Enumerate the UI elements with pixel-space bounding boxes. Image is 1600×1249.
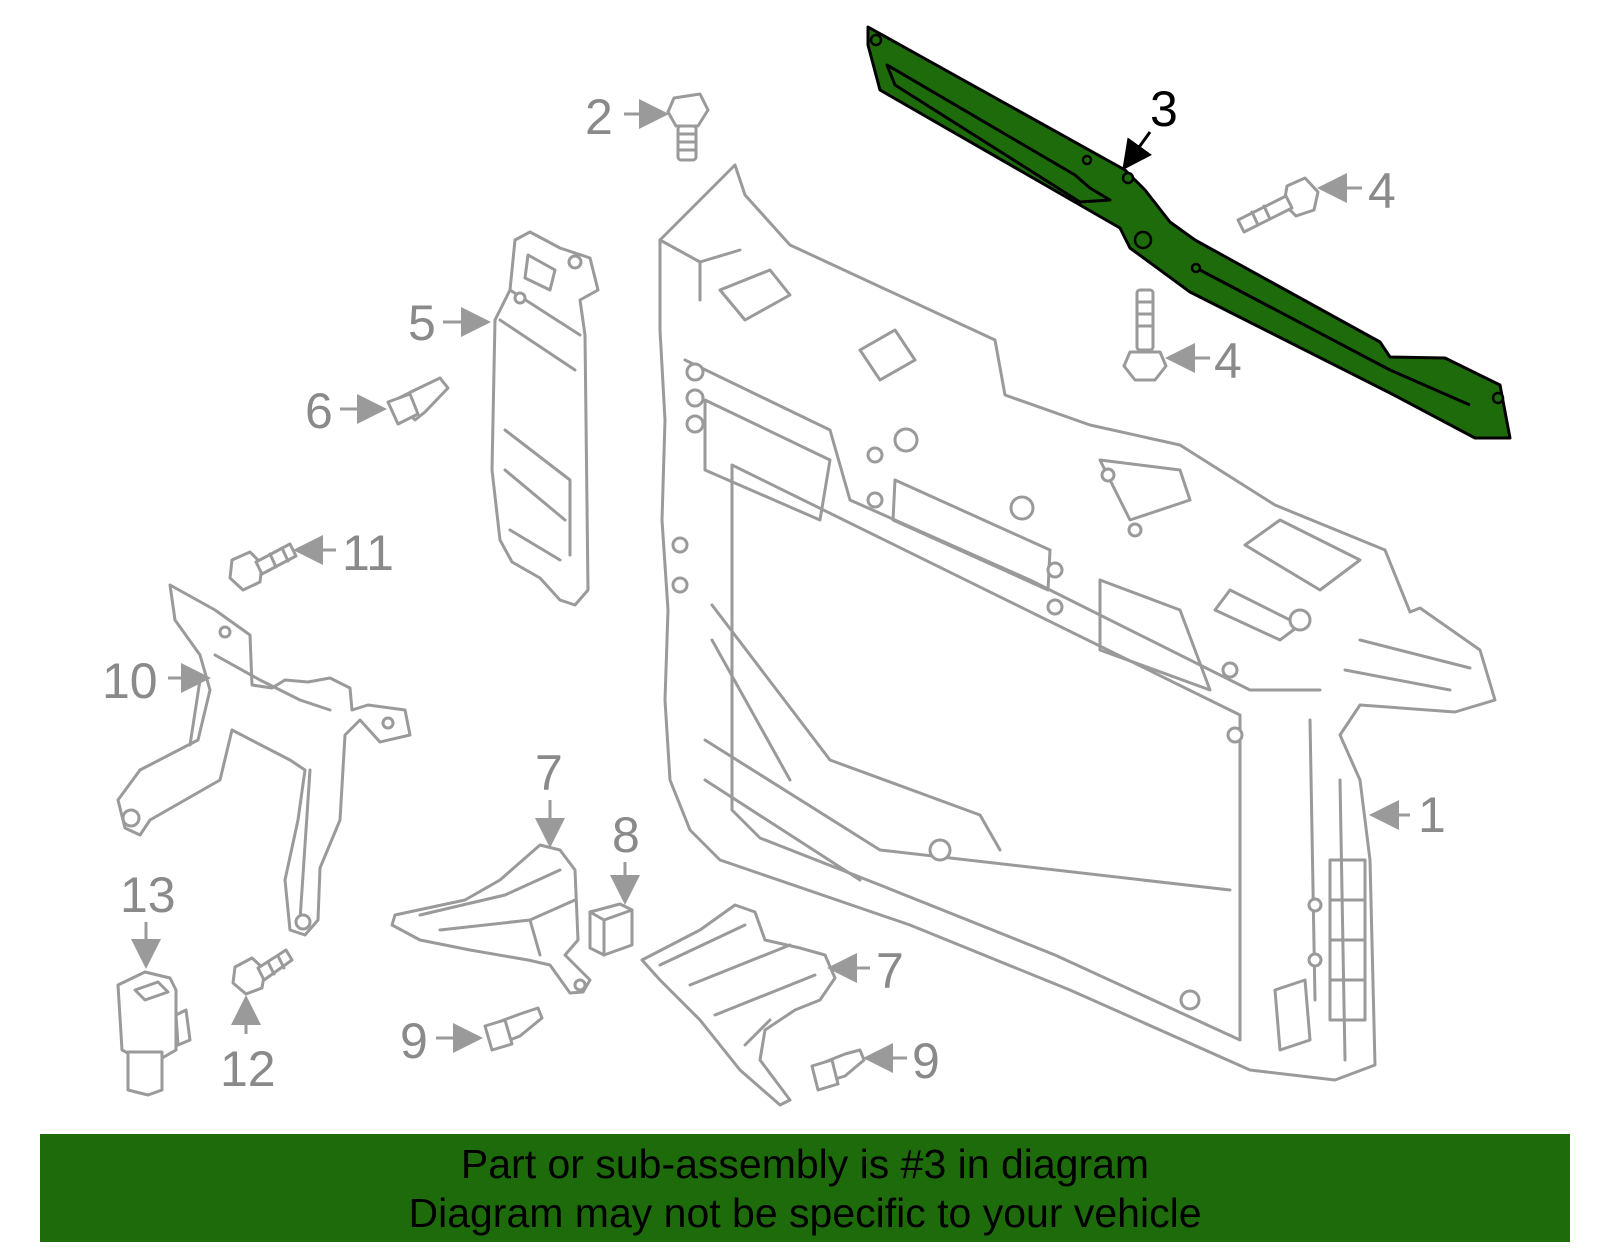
callout-12: 12 — [220, 1041, 276, 1097]
bolt-part-2[interactable] — [666, 92, 710, 162]
callout-9-right: 9 — [912, 1033, 940, 1089]
sensor-part-13[interactable] — [116, 970, 192, 1097]
callout-4-lower: 4 — [1214, 333, 1242, 389]
callout-5: 5 — [408, 295, 436, 351]
bolt-part-4-upper[interactable] — [1236, 176, 1320, 234]
clip-part-9-left[interactable] — [483, 1006, 544, 1052]
deflector-part-7-lower[interactable] — [640, 903, 837, 1107]
banner-line-2: Diagram may not be specific to your vehi… — [408, 1190, 1202, 1236]
callout-11: 11 — [342, 525, 394, 581]
callout-6: 6 — [305, 383, 333, 439]
deflector-part-7-upper[interactable] — [390, 843, 592, 995]
callout-7-lower: 7 — [876, 943, 904, 999]
radiator-support-part-1[interactable] — [658, 163, 1497, 1082]
callout-10: 10 — [102, 653, 158, 709]
info-banner: Part or sub-assembly is #3 in diagram Di… — [40, 1134, 1570, 1242]
callout-2: 2 — [585, 89, 613, 145]
callout-3: 3 — [1150, 81, 1178, 137]
bracket-part-10[interactable] — [116, 583, 412, 937]
upper-tie-bar-part-3[interactable] — [866, 25, 1512, 440]
banner-line-1: Part or sub-assembly is #3 in diagram — [460, 1141, 1150, 1187]
callout-4-upper: 4 — [1368, 163, 1396, 219]
clip-part-6[interactable] — [386, 376, 450, 426]
clip-part-9-right[interactable] — [810, 1048, 866, 1092]
callout-13: 13 — [120, 867, 176, 923]
block-part-8[interactable] — [588, 902, 634, 957]
leader-part-3 — [1122, 131, 1152, 171]
bolt-part-11[interactable] — [228, 542, 298, 592]
bolt-part-12[interactable] — [231, 948, 294, 996]
callout-8: 8 — [612, 807, 640, 863]
callout-1: 1 — [1418, 787, 1446, 843]
bolt-part-4-lower[interactable] — [1122, 288, 1168, 382]
callout-9-left: 9 — [400, 1013, 428, 1069]
air-guide-part-5[interactable] — [490, 230, 600, 607]
callout-7-upper: 7 — [535, 745, 563, 801]
